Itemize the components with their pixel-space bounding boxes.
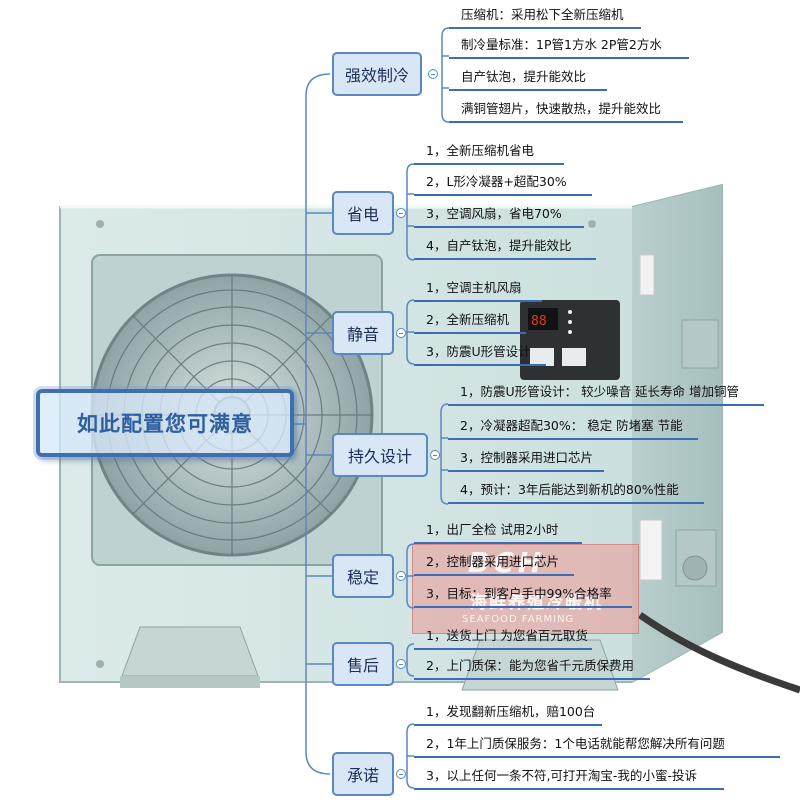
- leaf-item[interactable]: 1，全新压缩机省电: [426, 143, 534, 158]
- leaf-underline: [449, 89, 607, 91]
- leaf-underline: [414, 648, 592, 650]
- leaf-underline: [449, 121, 683, 123]
- branch-promise[interactable]: 承诺: [332, 752, 394, 796]
- collapse-toggle-icon[interactable]: [396, 659, 406, 669]
- leaf-underline: [448, 404, 764, 406]
- leaf-item[interactable]: 2，1年上门质保服务：1个电话就能帮您解决所有问题: [426, 736, 725, 751]
- leaf-item[interactable]: 3，防震U形管设计: [426, 344, 531, 359]
- leaf-item[interactable]: 1，空调主机风扇: [426, 280, 522, 295]
- leaf-item[interactable]: 3，目标：到客户手中99%合格率: [426, 586, 612, 601]
- leaf-underline: [414, 756, 780, 758]
- leaf-underline: [449, 57, 689, 59]
- branch-silent[interactable]: 静音: [332, 311, 394, 355]
- collapse-toggle-icon[interactable]: [396, 571, 406, 581]
- branch-durable-design[interactable]: 持久设计: [332, 433, 428, 477]
- leaf-item[interactable]: 1，发现翻新压缩机，赔100台: [426, 704, 596, 719]
- leaf-item[interactable]: 1，防震U形管设计： 较少噪音 延长寿命 增加铜管: [460, 384, 740, 399]
- leaf-underline: [414, 542, 582, 544]
- leaf-item[interactable]: 1，送货上门 为您省百元取货: [426, 628, 588, 643]
- leaf-item[interactable]: 2，冷凝器超配30%： 稳定 防堵塞 节能: [460, 418, 683, 433]
- collapse-toggle-icon[interactable]: [396, 208, 406, 218]
- root-node[interactable]: 如此配置您可满意: [36, 389, 294, 457]
- leaf-underline: [414, 574, 574, 576]
- product-label: [412, 544, 639, 634]
- leaf-underline: [449, 27, 641, 29]
- leaf-underline: [414, 724, 602, 726]
- leaf-item[interactable]: 自产钛泡，提升能效比: [461, 69, 587, 84]
- leaf-item[interactable]: 1，出厂全检 试用2小时: [426, 522, 559, 537]
- leaf-item[interactable]: 满铜管翅片，快速散热，提升能效比: [461, 101, 662, 116]
- svg-text:88: 88: [531, 314, 547, 329]
- leaf-item[interactable]: 2，控制器采用进口芯片: [426, 554, 559, 569]
- leaf-underline: [414, 194, 592, 196]
- leaf-underline: [448, 470, 604, 472]
- brand-cn-text: 海鲜养殖冷暖机: [470, 593, 603, 613]
- leaf-item[interactable]: 制冷量标准：1P管1方水 2P管2方水: [461, 37, 662, 52]
- leaf-underline: [414, 226, 584, 228]
- branch-stability[interactable]: 稳定: [332, 554, 394, 598]
- leaf-underline: [414, 163, 564, 165]
- leaf-item[interactable]: 2，L形冷凝器+超配30%: [426, 174, 567, 189]
- leaf-item[interactable]: 3，以上任何一条不符,可打开淘宝-我的小蜜-投诉: [426, 768, 697, 783]
- leaf-item[interactable]: 4，自产钛泡，提升能效比: [426, 238, 572, 253]
- branch-after-sales[interactable]: 售后: [332, 642, 394, 686]
- collapse-toggle-icon[interactable]: [396, 769, 406, 779]
- brand-en-text: SEAFOOD FARMING: [462, 614, 575, 625]
- leaf-item[interactable]: 4，预计：3年后能达到新机的80%性能: [460, 482, 679, 497]
- leaf-underline: [414, 678, 650, 680]
- leaf-item[interactable]: 3，空调风扇，省电70%: [426, 206, 562, 221]
- leaf-item[interactable]: 2，全新压缩机: [426, 312, 509, 327]
- leaf-item[interactable]: 压缩机：采用松下全新压缩机: [461, 7, 624, 22]
- collapse-toggle-icon[interactable]: [396, 328, 406, 338]
- leaf-underline: [414, 258, 596, 260]
- leaf-underline: [414, 300, 542, 302]
- leaf-item[interactable]: 3，控制器采用进口芯片: [460, 450, 593, 465]
- collapse-toggle-icon[interactable]: [428, 69, 438, 79]
- leaf-underline: [414, 364, 546, 366]
- leaf-underline: [414, 788, 724, 790]
- leaf-item[interactable]: 2，上门质保：能为您省千元质保费用: [426, 658, 634, 673]
- leaf-underline: [448, 438, 698, 440]
- collapse-toggle-icon[interactable]: [430, 450, 440, 460]
- brand-logo: BCH: [468, 546, 546, 579]
- branch-cooling[interactable]: 强效制冷: [332, 52, 422, 96]
- leaf-underline: [414, 606, 632, 608]
- leaf-underline: [448, 502, 704, 504]
- branch-power-saving[interactable]: 省电: [332, 191, 394, 235]
- leaf-underline: [414, 332, 526, 334]
